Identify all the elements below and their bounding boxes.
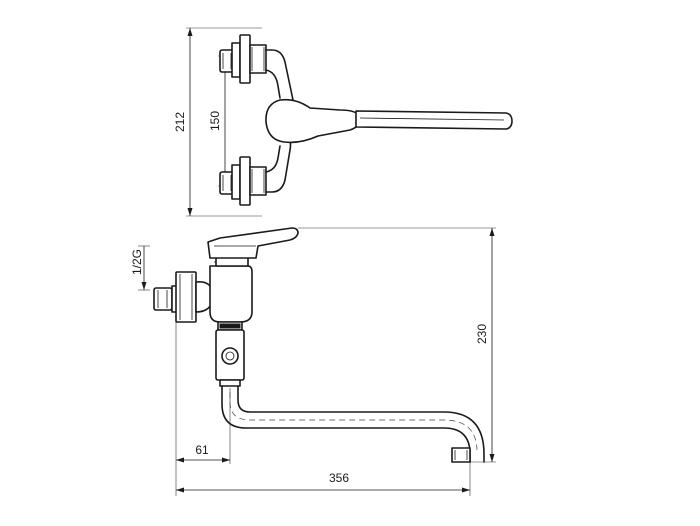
swivel-collar [215, 321, 245, 387]
dimension-thread: 1/2G [130, 245, 150, 291]
wall-inlet [153, 271, 215, 323]
mixer-body-top [265, 49, 513, 193]
dimension-230: 230 [298, 227, 496, 463]
spout-reach-label: 356 [329, 471, 349, 485]
outlet-height-label: 230 [475, 324, 489, 344]
upper-inlet-fitting [219, 34, 267, 84]
dimension-61: 61 [175, 322, 231, 496]
dimension-150: 150 [208, 56, 228, 186]
inlet-spacing-label: 150 [208, 111, 222, 131]
valve-body [207, 227, 299, 323]
top-view: 212 150 [173, 27, 513, 217]
dimension-212: 212 [173, 28, 193, 216]
wall-offset-label: 61 [195, 443, 209, 457]
lower-inlet-fitting [219, 156, 267, 206]
spout-pipe [221, 385, 485, 463]
thread-label: 1/2G [130, 249, 144, 275]
overall-height-label: 212 [173, 112, 187, 132]
dimension-356: 356 [176, 462, 471, 496]
side-view: 1/2G [130, 227, 496, 496]
